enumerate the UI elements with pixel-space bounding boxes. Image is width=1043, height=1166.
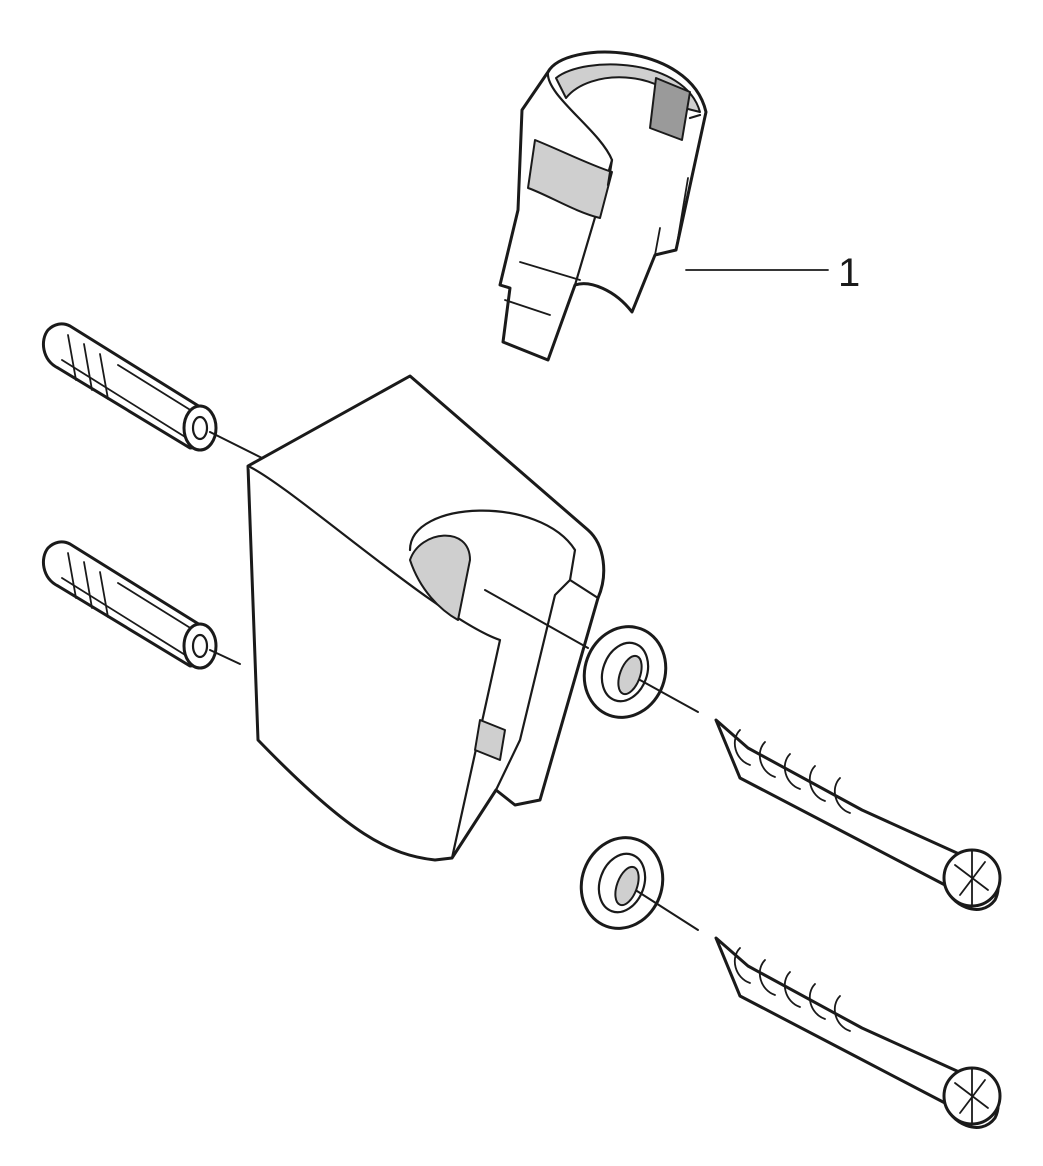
callout-label-1: 1 [838,251,860,295]
holder-insert-part [498,50,708,362]
wall-plug-upper [41,322,263,459]
wall-bracket-part [246,374,606,862]
screw-upper [714,718,1002,911]
washer-lower [579,836,699,931]
screw-lower [714,936,1002,1129]
washer-upper [582,625,699,719]
wall-plug-lower [41,540,241,670]
